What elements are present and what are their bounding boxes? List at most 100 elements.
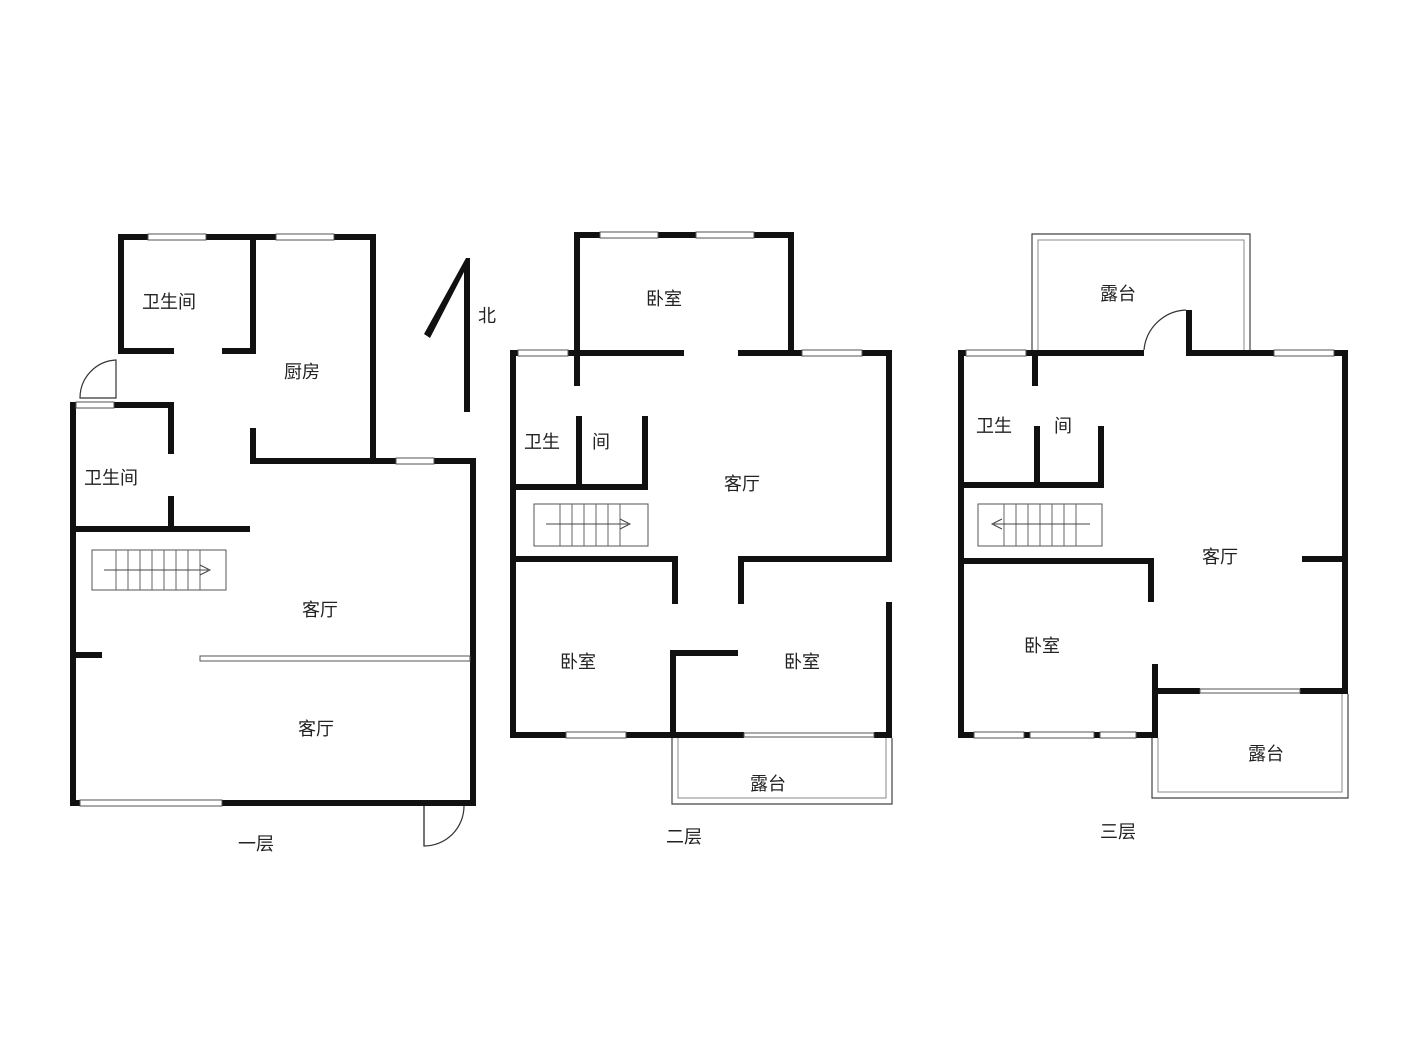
window: [275, 233, 335, 241]
door-swing: [1143, 309, 1187, 351]
room-label: 露台: [1248, 744, 1284, 765]
window: [973, 731, 1025, 739]
wall: [168, 496, 174, 532]
door-swing: [423, 805, 465, 847]
room-label: 客厅: [724, 474, 760, 495]
wall: [70, 402, 76, 806]
room-label: 间: [1054, 416, 1072, 437]
terrace-rail: [677, 738, 887, 799]
wall: [70, 402, 174, 408]
window: [801, 349, 863, 357]
window: [599, 231, 659, 239]
window: [147, 233, 207, 241]
room-label: 客厅: [302, 600, 338, 621]
divider: [199, 655, 471, 662]
room-label: 露台: [750, 774, 786, 795]
wall: [510, 350, 516, 738]
wall: [1148, 558, 1154, 602]
window: [1273, 349, 1335, 357]
wall: [874, 732, 892, 738]
floor-1: 卫生间 厨房 卫生间 客厅 客厅 一层: [70, 233, 476, 855]
wall: [1342, 350, 1348, 694]
room-label: 卧室: [646, 289, 682, 310]
terrace-rail: [1157, 694, 1343, 793]
wall: [118, 234, 124, 354]
wall: [1302, 556, 1348, 562]
wall: [670, 650, 738, 656]
wall: [670, 650, 676, 738]
window: [695, 231, 755, 239]
window: [1029, 731, 1095, 739]
room-label: 客厅: [1202, 547, 1238, 568]
wall: [672, 556, 678, 604]
room-label: 卫生: [976, 416, 1012, 437]
wall: [1186, 310, 1192, 356]
wall: [642, 416, 648, 490]
wall: [70, 800, 476, 806]
wall: [370, 234, 376, 462]
terrace-rail: [1037, 239, 1245, 352]
wall: [1034, 426, 1040, 488]
wall: [1152, 664, 1158, 738]
wall: [470, 458, 476, 806]
wall: [958, 558, 1154, 564]
door-swing: [79, 359, 117, 399]
wall: [118, 348, 174, 354]
wall: [222, 348, 256, 354]
terrace-rail: [671, 738, 893, 805]
compass: 北: [424, 258, 496, 412]
room-label: 卧室: [560, 652, 596, 673]
wall: [510, 732, 744, 738]
wall: [510, 556, 678, 562]
wall: [738, 556, 744, 604]
window: [565, 731, 627, 739]
room-label: 间: [592, 432, 610, 453]
wall: [958, 350, 1144, 356]
wall: [886, 350, 892, 556]
floor-label: 三层: [1100, 822, 1136, 843]
wall: [1032, 356, 1038, 386]
room-label: 卧室: [784, 652, 820, 673]
staircase: [91, 549, 227, 591]
sliding-door: [743, 732, 875, 738]
wall: [70, 652, 102, 658]
wall: [250, 458, 476, 464]
wall: [118, 234, 376, 240]
wall: [574, 232, 580, 386]
wall: [738, 556, 892, 562]
terrace-rail: [1031, 233, 1251, 352]
floor-3: 露台 卫生 间 客厅 卧室 露台 三层: [958, 233, 1349, 843]
room-label: 露台: [1100, 284, 1136, 305]
wall: [576, 416, 582, 490]
wall: [250, 428, 256, 464]
wall: [958, 350, 964, 738]
terrace-rail: [1151, 694, 1349, 799]
room-label: 卫生: [524, 432, 560, 453]
wall: [1300, 688, 1348, 694]
wall: [510, 350, 684, 356]
sliding-door: [1199, 688, 1301, 694]
north-arrow-icon: [424, 258, 470, 412]
wall: [788, 232, 794, 356]
staircase: [533, 503, 649, 547]
room-label: 卧室: [1024, 636, 1060, 657]
floor-label: 二层: [666, 827, 702, 848]
wall: [70, 526, 250, 532]
staircase: [977, 503, 1103, 547]
window: [395, 457, 435, 465]
room-label: 卫生间: [84, 468, 138, 489]
wall: [1152, 688, 1200, 694]
floor-label: 一层: [238, 834, 274, 855]
window: [965, 349, 1027, 357]
floor-2: 卧室 卫生 间 客厅 卧室 卧室 露台 二层: [510, 231, 893, 848]
window: [517, 349, 569, 357]
north-label: 北: [478, 306, 496, 327]
window: [79, 799, 223, 807]
room-label: 客厅: [298, 719, 334, 740]
wall: [1098, 426, 1104, 488]
wall: [886, 602, 892, 738]
room-label: 卫生间: [142, 292, 196, 313]
wall: [1186, 350, 1348, 356]
room-label: 厨房: [284, 362, 320, 383]
